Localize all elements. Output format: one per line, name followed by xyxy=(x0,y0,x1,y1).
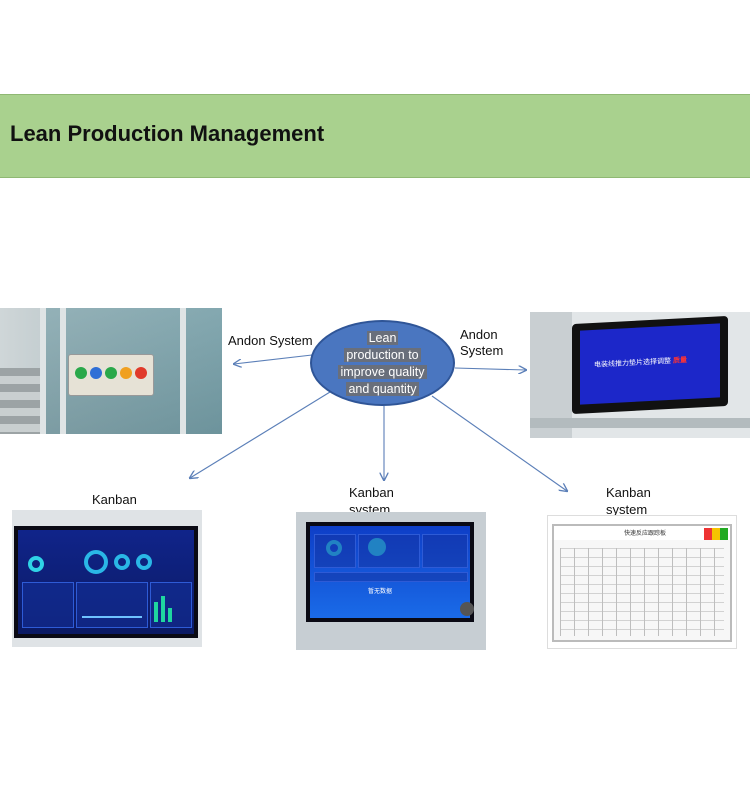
center-line-4: and quantity xyxy=(346,382,418,396)
andon-screen-text: 电装线推力垫片选择调整 xyxy=(594,358,671,369)
andon-screen-photo: 电装线推力垫片选择调整 质量 xyxy=(530,312,750,438)
kanban-2-empty-text: 暂无数据 xyxy=(368,586,392,595)
arrow-to-andon-left xyxy=(234,355,312,364)
arrow-to-andon-right xyxy=(455,368,526,370)
kanban-dashboard-photo-2: 暂无数据 xyxy=(296,512,486,650)
whiteboard-title: 快速反应跟踪板 xyxy=(624,528,666,537)
kanban-dashboard-photo-1 xyxy=(12,510,202,647)
label-kanban-2a: Kanban xyxy=(349,484,394,501)
label-kanban-1a: Kanban xyxy=(92,491,137,508)
center-line-3: improve quality xyxy=(338,365,426,379)
andon-light-photo xyxy=(0,308,222,434)
label-kanban-3a: Kanban xyxy=(606,484,651,501)
andon-button-box xyxy=(68,354,154,396)
center-line-1: Lean xyxy=(367,331,399,345)
andon-screen-alert: 质量 xyxy=(673,357,687,365)
label-andon-right-2: System xyxy=(460,342,503,359)
kanban-whiteboard-photo: 快速反应跟踪板 xyxy=(547,515,737,649)
center-ellipse: Lean production to improve quality and q… xyxy=(310,320,455,406)
center-line-2: production to xyxy=(344,348,420,362)
label-andon-left: Andon System xyxy=(228,332,313,349)
label-andon-right-1: Andon xyxy=(460,326,498,343)
